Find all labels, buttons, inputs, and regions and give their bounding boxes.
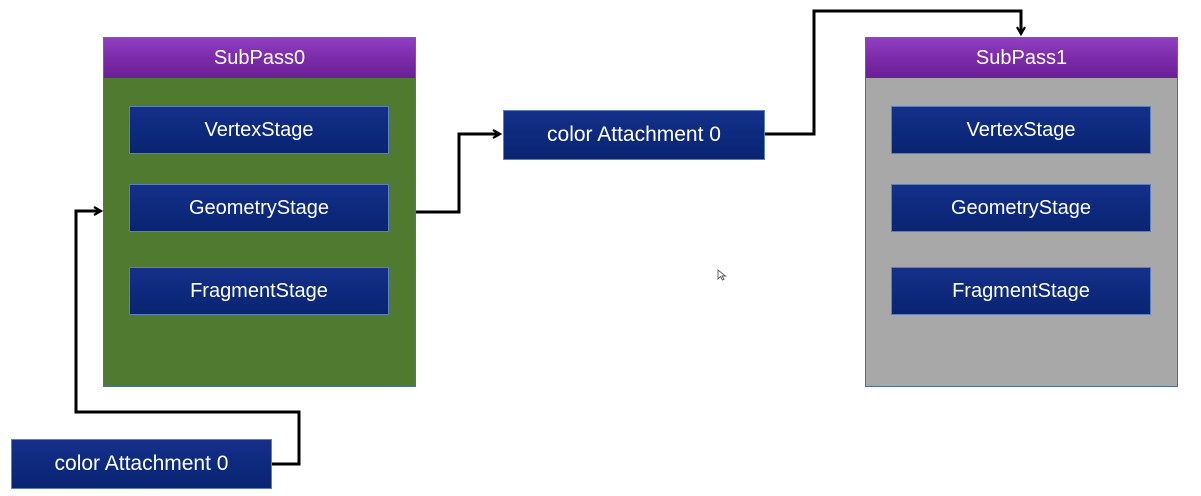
subpass1-box: SubPass1 VertexStage GeometryStage Fragm… [865, 37, 1178, 387]
arrow-attachment-to-subpass1 [765, 9, 1021, 136]
subpass0-title: SubPass0 [104, 38, 415, 79]
subpass1-geometry-stage: GeometryStage [891, 184, 1151, 232]
arrow-bottom-attachment-to-subpass0 [74, 211, 301, 466]
color-attachment-middle: color Attachment 0 [503, 110, 765, 160]
subpass0-body: VertexStage GeometryStage FragmentStage [104, 78, 415, 386]
subpass1-vertex-stage: VertexStage [891, 106, 1151, 154]
subpass0-fragment-stage: FragmentStage [129, 267, 389, 315]
subpass1-title: SubPass1 [866, 38, 1177, 79]
arrow-subpass0-to-attachment [416, 134, 500, 214]
subpass0-geometry-stage: GeometryStage [129, 184, 389, 232]
subpass1-fragment-stage: FragmentStage [891, 267, 1151, 315]
subpass0-box: SubPass0 VertexStage GeometryStage Fragm… [103, 37, 416, 387]
subpass1-body: VertexStage GeometryStage FragmentStage [866, 78, 1177, 386]
mouse-pointer-icon [717, 269, 727, 281]
subpass0-vertex-stage: VertexStage [129, 106, 389, 154]
color-attachment-bottom: color Attachment 0 [11, 439, 272, 489]
